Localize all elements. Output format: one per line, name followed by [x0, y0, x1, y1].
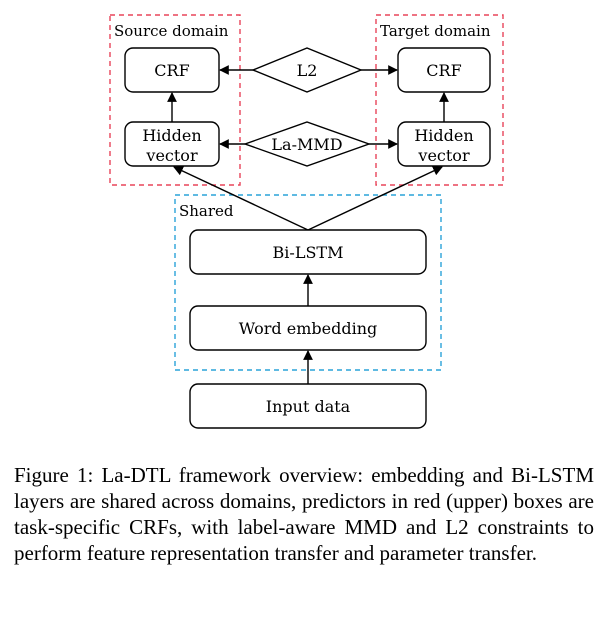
target-hidden-label-line2: vector	[417, 146, 470, 165]
word-embedding-node: Word embedding	[189, 305, 427, 351]
bilstm-label: Bi-LSTM	[273, 243, 344, 262]
target-hidden-vector-node: Hidden vector	[397, 121, 491, 167]
input-data-label: Input data	[266, 397, 351, 416]
source-domain-region	[109, 14, 241, 186]
source-domain-label: Source domain	[114, 22, 229, 40]
source-crf-label: CRF	[154, 61, 189, 80]
target-domain-label: Target domain	[380, 22, 491, 40]
target-crf-node: CRF	[397, 47, 491, 93]
edge-bilstm-to-source-hidden	[173, 166, 309, 231]
target-crf-label: CRF	[426, 61, 461, 80]
shared-region	[174, 194, 442, 371]
source-hidden-vector-node: Hidden vector	[124, 121, 220, 167]
target-domain-region	[375, 14, 504, 186]
shared-label: Shared	[179, 202, 234, 220]
edge-bilstm-to-target-hidden	[307, 166, 443, 231]
input-data-node: Input data	[189, 383, 427, 429]
source-crf-node: CRF	[124, 47, 220, 93]
framework-diagram: Source domain Target domain Shared CRF H…	[109, 14, 504, 429]
l2-constraint-diamond: L2	[251, 47, 363, 93]
source-hidden-label-line1: Hidden	[142, 126, 201, 145]
la-mmd-label: La-MMD	[271, 135, 342, 154]
l2-label: L2	[297, 61, 318, 80]
word-embedding-label: Word embedding	[239, 319, 377, 338]
target-hidden-label-line1: Hidden	[414, 126, 473, 145]
la-mmd-constraint-diamond: La-MMD	[242, 121, 372, 167]
bilstm-node: Bi-LSTM	[189, 229, 427, 275]
source-hidden-label-line2: vector	[145, 146, 198, 165]
figure-caption: Figure 1: La-DTL framework overview: emb…	[14, 463, 594, 565]
